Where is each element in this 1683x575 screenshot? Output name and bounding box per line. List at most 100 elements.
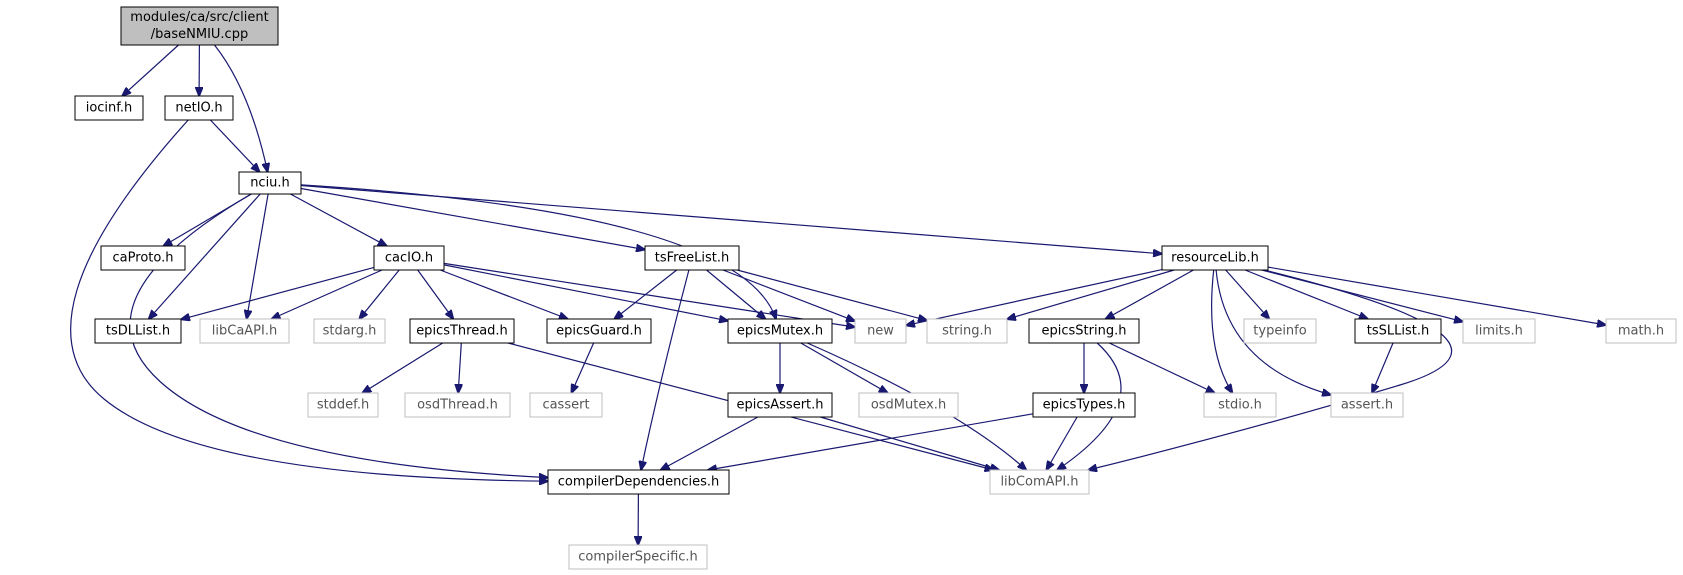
node-box [854,318,907,344]
node-box [1032,392,1136,418]
node-box [313,318,386,344]
node-label: cassert [542,398,589,413]
node-box [568,544,708,570]
node-compilerDependencies[interactable]: compilerDependencies.h [547,469,730,495]
node-cacIO[interactable]: cacIO.h [373,245,445,271]
edge-nciu-to-epicsMutex [300,184,776,319]
edge-nciu-to-cacIO [290,193,386,246]
node-box [74,95,144,121]
edge-resourceLib-to-tsSLList [1244,269,1368,319]
edge-resourceLib-to-new [906,269,1163,326]
node-label: osdThread.h [417,398,498,413]
edge-epicsAssert-to-compilerDependencies [661,416,759,470]
node-iocinf[interactable]: iocinf.h [74,95,144,121]
node-epicsGuard[interactable]: epicsGuard.h [546,318,652,344]
edge-tsFreeList-to-epicsMutex [706,269,766,319]
node-tsDLList[interactable]: tsDLList.h [94,318,182,344]
edge-resourceLib-to-math [1267,266,1606,325]
edge-cacIO-to-new [443,262,855,327]
node-epicsAssert[interactable]: epicsAssert.h [727,392,833,418]
node-box [1203,392,1277,418]
node-box [1354,318,1442,344]
edge-root-to-iocinf [122,44,179,96]
edge-tsFreeList-to-epicsGuard [614,269,678,319]
node-box [529,392,603,418]
node-epicsThread[interactable]: epicsThread.h [409,318,515,344]
node-label: stdarg.h [323,324,377,339]
node-box [858,392,959,418]
node-string: string.h [926,318,1008,344]
edge-epicsGuard-to-cassert [571,342,595,393]
node-epicsMutex[interactable]: epicsMutex.h [727,318,833,344]
edge-resourceLib-to-epicsString [1106,269,1194,319]
node-limits: limits.h [1462,318,1536,344]
edge-cacIO-to-epicsMutex [443,264,728,321]
edge-cacIO-to-epicsGuard [439,269,568,319]
edges-layer [70,44,1606,545]
node-epicsTypes[interactable]: epicsTypes.h [1032,392,1136,418]
node-osdThread: osdThread.h [404,392,511,418]
edge-cacIO-to-epicsThread [417,269,454,319]
node-label: epicsThread.h [416,324,508,339]
edge-nciu-to-libCaAPI [247,193,269,319]
node-label: epicsGuard.h [556,324,642,339]
node-root[interactable]: modules/ca/src/client/baseNMIU.cpp [120,6,279,46]
edge-cacIO-to-libCaAPI [272,269,383,319]
node-stddef: stddef.h [307,392,379,418]
node-stdarg: stdarg.h [313,318,386,344]
node-new: new [854,318,907,344]
edge-resourceLib-to-limits [1261,269,1463,322]
node-tsFreeList[interactable]: tsFreeList.h [644,245,740,271]
node-box [546,318,652,344]
node-label: epicsAssert.h [736,398,823,413]
node-resourceLib[interactable]: resourceLib.h [1161,245,1269,271]
node-box [926,318,1008,344]
node-box [373,245,445,271]
node-epicsString[interactable]: epicsString.h [1028,318,1140,344]
edge-cacIO-to-stdarg [359,269,400,319]
edge-epicsTypes-to-compilerDependencies [708,413,1034,470]
node-tsSLList[interactable]: tsSLList.h [1354,318,1442,344]
node-label: tsFreeList.h [655,251,730,266]
node-label: epicsString.h [1042,324,1127,339]
node-nciu[interactable]: nciu.h [238,171,302,195]
node-box [164,95,234,121]
node-box [409,318,515,344]
edge-nciu-to-tsDLList [149,193,261,319]
node-label: assert.h [1341,398,1393,413]
node-label: epicsMutex.h [737,324,823,339]
node-label: epicsTypes.h [1043,398,1126,413]
edge-resourceLib-to-libComAPI [1088,269,1452,470]
node-label: math.h [1618,324,1664,339]
node-box [1605,318,1677,344]
node-box [1161,245,1269,271]
edge-tsFreeList-to-compilerDependencies [641,269,690,470]
node-label: stdio.h [1218,398,1262,413]
node-box [1243,318,1317,344]
node-label: new [867,324,894,339]
node-box [1462,318,1536,344]
edge-tsSLList-to-assert [1372,342,1394,393]
edge-resourceLib-to-assert [1215,269,1331,395]
edge-netIO-to-compilerDependencies [70,119,548,481]
edge-netIO-to-nciu [209,119,259,172]
edge-epicsThread-to-stddef [362,342,444,393]
edge-tsFreeList-to-string [737,269,927,320]
node-label: typeinfo [1253,324,1306,339]
edge-tsFreeList-to-new [722,269,855,321]
node-netIO[interactable]: netIO.h [164,95,234,121]
node-caProto[interactable]: caProto.h [100,245,186,271]
node-label: tsDLList.h [106,324,170,339]
node-typeinfo: typeinfo [1243,318,1317,344]
node-box [1330,392,1404,418]
node-label: nciu.h [250,176,290,191]
node-label: libCaAPI.h [212,324,277,339]
edge-nciu-to-tsFreeList [300,187,645,250]
node-box [100,245,186,271]
edge-epicsTypes-to-libComAPI [1046,416,1078,470]
edge-epicsMutex-to-osdMutex [800,342,888,393]
node-libComAPI: libComAPI.h [989,469,1090,495]
node-box [404,392,511,418]
node-label: string.h [942,324,992,339]
